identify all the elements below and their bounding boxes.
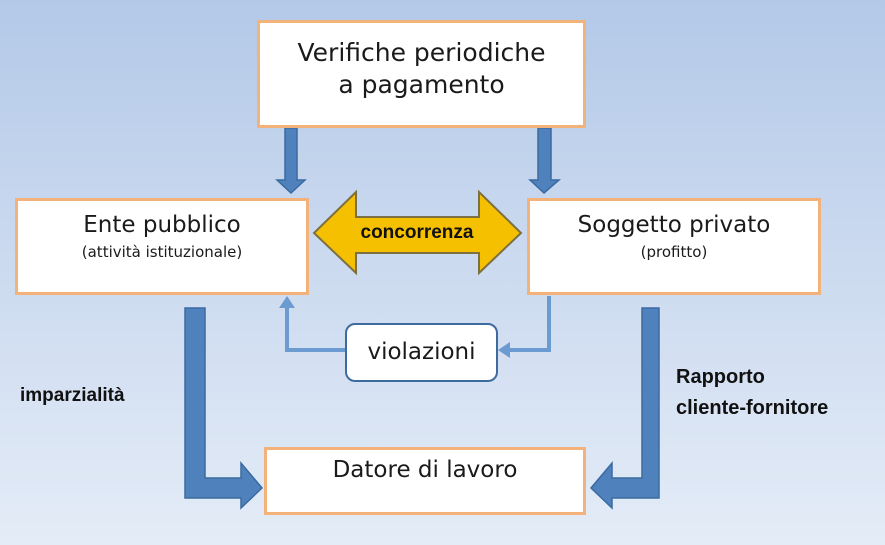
arrowhead-violations: [498, 342, 510, 358]
competition-label: concorrenza: [360, 222, 474, 243]
node-private-entity-subtitle: (profitto): [640, 243, 708, 261]
node-public-entity-title: Ente pubblico: [83, 212, 241, 238]
node-public-entity-subtitle: (attività istituzionale): [81, 243, 243, 261]
arrowhead-public: [279, 296, 295, 308]
node-public-entity: Ente pubblico (attività istituzionale): [15, 198, 309, 295]
arrow-public-to-employer: [184, 307, 264, 510]
node-private-entity-title: Soggetto privato: [577, 212, 771, 238]
competition-double-arrow: [312, 189, 523, 276]
node-employer: Datore di lavoro: [264, 447, 586, 515]
node-violations-label: violazioni: [367, 339, 476, 365]
node-private-entity: Soggetto privato (profitto): [527, 198, 821, 295]
client-supplier-line2: cliente-fornitore: [676, 397, 829, 419]
connector-violations-to-public: [285, 305, 345, 352]
client-supplier-label: Rapporto cliente-fornitore: [676, 362, 828, 424]
node-employer-label: Datore di lavoro: [332, 457, 518, 483]
arrow-top-to-public: [275, 127, 307, 195]
node-periodic-checks-line2: a pagamento: [338, 70, 505, 99]
arrow-top-to-private: [528, 127, 562, 195]
node-periodic-checks-line1: Verifiche periodiche: [297, 38, 546, 67]
client-supplier-line1: Rapporto: [676, 366, 765, 388]
impartiality-label: imparzialità: [20, 385, 125, 406]
connector-private-to-violations: [506, 296, 551, 352]
node-periodic-checks: Verifiche periodiche a pagamento: [257, 20, 586, 128]
arrow-private-to-employer: [589, 307, 660, 510]
node-violations: violazioni: [345, 323, 498, 382]
